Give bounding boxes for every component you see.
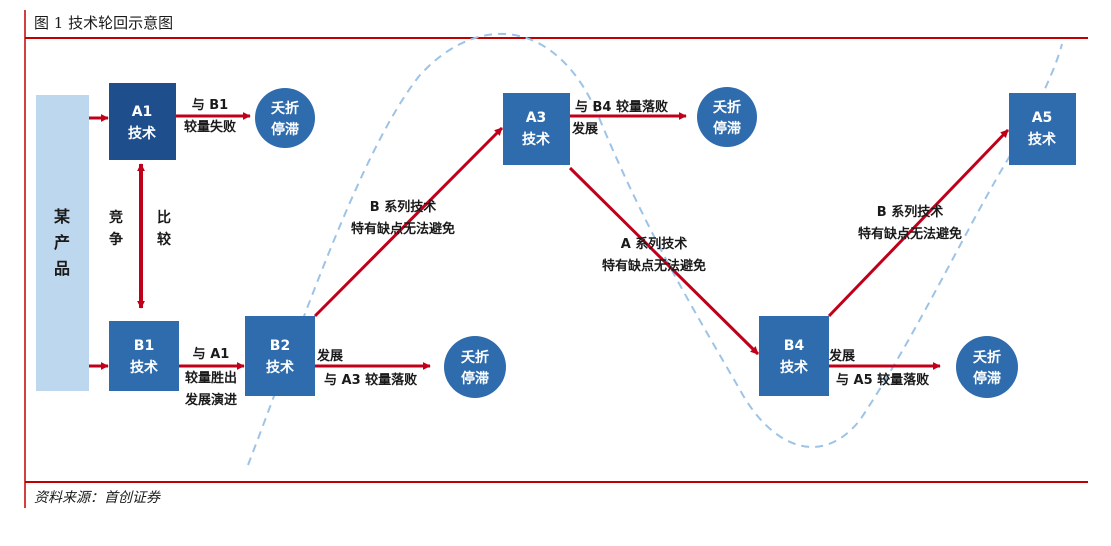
b4-box-label: 技术 [780, 359, 808, 376]
product-bar [36, 95, 89, 391]
b1-box-code: B1 [134, 338, 154, 354]
arrow-a3-b4 [568, 166, 760, 356]
compare-char-1: 比 [157, 209, 171, 226]
a-defect-label-1: A 系列技术 [621, 236, 688, 252]
b1-box-label: 技术 [130, 359, 158, 376]
b4-fail-circle [956, 336, 1018, 398]
b-defect-1-label-2: 特有缺点无法避免 [351, 221, 455, 237]
b2-fail-label: 与 A3 较量落败 [324, 372, 417, 388]
a3-fail-text-1: 夭折 [712, 99, 741, 116]
b4-fail-text-2: 停滞 [973, 370, 1001, 387]
b1-win-label-3: 发展演进 [184, 392, 237, 408]
b4-fail-label: 与 A5 较量落败 [836, 372, 929, 388]
a-defect-label-2: 特有缺点无法避免 [602, 258, 706, 274]
b4-fail-text-1: 夭折 [972, 349, 1001, 366]
b2-box [245, 316, 315, 396]
a1-fail-label-1: 与 B1 [192, 98, 228, 113]
b-defect-2-label-1: B 系列技术 [877, 204, 943, 220]
a3-box-code: A3 [526, 110, 547, 126]
b1-win-label-2: 较量胜出 [185, 370, 237, 386]
a3-fail-label: 与 B4 较量落败 [575, 99, 668, 115]
a5-box-label: 技术 [1028, 131, 1056, 148]
product-char-3: 品 [54, 259, 70, 278]
b2-box-label: 技术 [266, 359, 294, 376]
source-note: 资料来源：首创证券 [34, 490, 161, 506]
b2-box-code: B2 [270, 338, 290, 354]
b-defect-1-label-1: B 系列技术 [370, 199, 436, 215]
a3-box-label: 技术 [522, 131, 550, 148]
b4-dev-label: 发展 [828, 348, 856, 364]
b2-fail-text-1: 夭折 [460, 349, 489, 366]
b1-win-label-1: 与 A1 [193, 347, 230, 362]
a3-fail-circle [697, 87, 757, 147]
a1-fail-text-2: 停滞 [271, 121, 299, 138]
a3-box [503, 93, 570, 165]
a3-dev-label: 发展 [571, 121, 599, 137]
b4-box-code: B4 [784, 338, 805, 354]
figure-title: 图 1 技术轮回示意图 [34, 14, 173, 32]
a5-box [1009, 93, 1076, 165]
b2-fail-text-2: 停滞 [461, 370, 489, 387]
a1-fail-label-2: 较量失败 [184, 119, 236, 135]
a3-fail-text-2: 停滞 [713, 120, 741, 137]
compete-char-1: 竞 [109, 209, 123, 226]
b2-fail-circle [444, 336, 506, 398]
arrow-b4-a5 [827, 128, 1010, 318]
product-char-1: 某 [53, 207, 71, 226]
a1-box [109, 83, 176, 160]
b4-box [759, 316, 829, 396]
b1-box [109, 321, 179, 391]
a1-fail-text-1: 夭折 [270, 100, 299, 117]
product-char-2: 产 [54, 233, 70, 252]
b-defect-2-label-2: 特有缺点无法避免 [858, 226, 962, 242]
compete-char-2: 争 [109, 231, 123, 248]
arrow-b2-a3 [313, 126, 504, 318]
cycle-wave-curve [247, 32, 1063, 466]
a1-fail-circle [255, 88, 315, 148]
a5-box-code: A5 [1032, 110, 1053, 126]
compare-char-2: 较 [157, 231, 171, 248]
a1-box-label: 技术 [128, 125, 156, 142]
a1-box-code: A1 [132, 104, 153, 120]
b2-dev-label: 发展 [316, 348, 344, 364]
